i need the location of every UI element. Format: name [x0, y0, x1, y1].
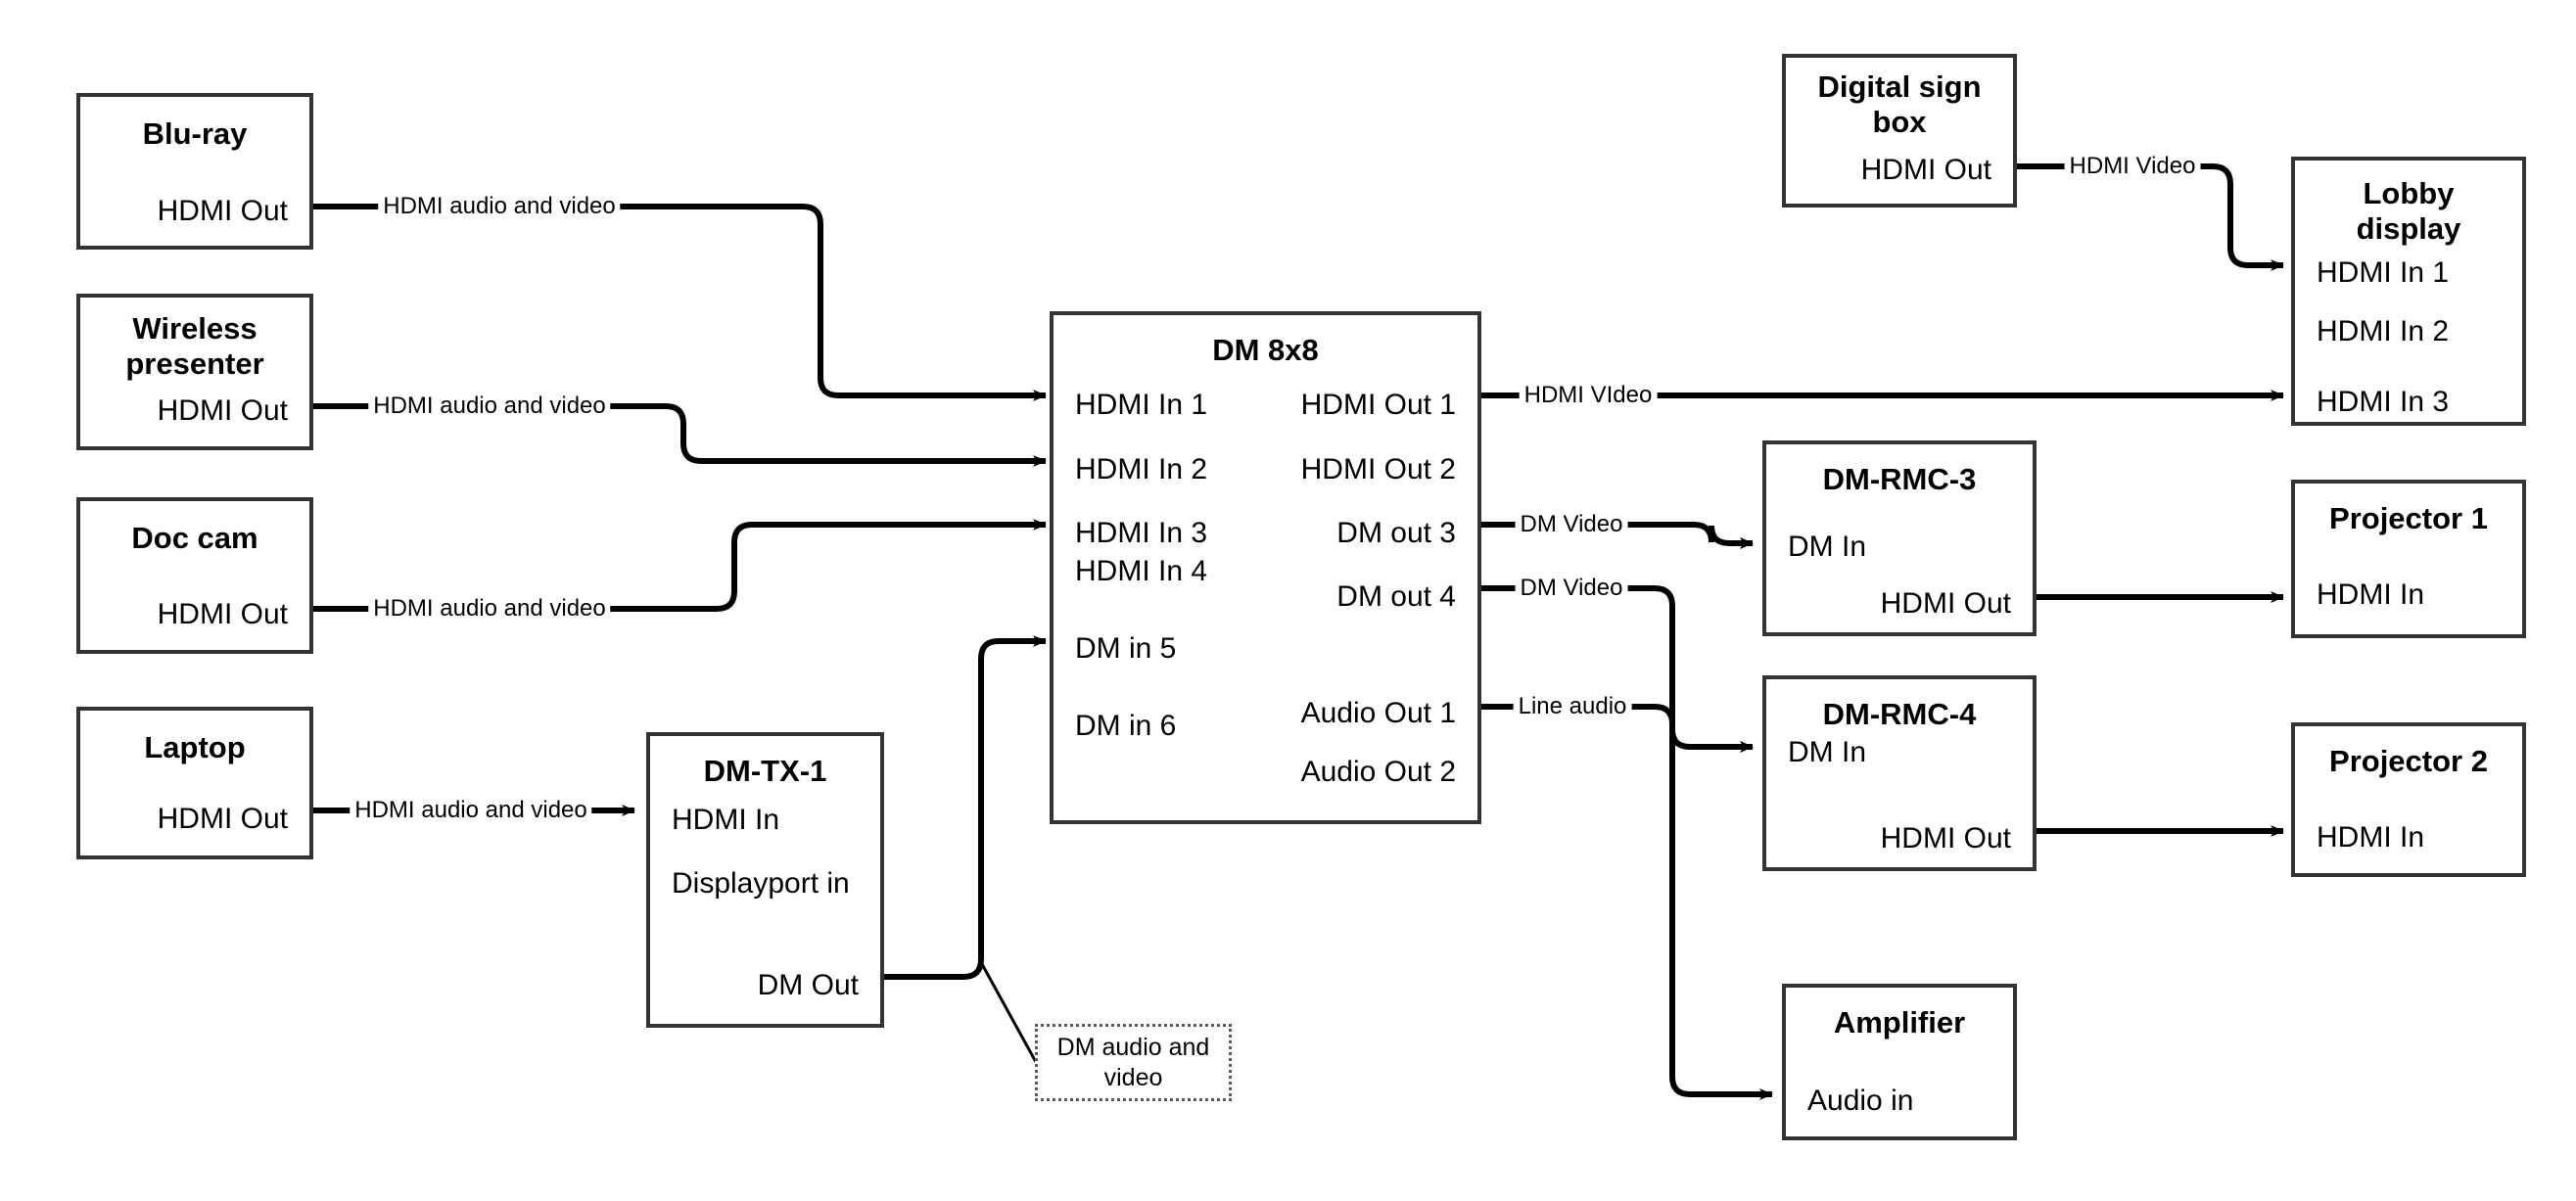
node-dm-8x8-output-hdmi-out-2: HDMI Out 2 [1300, 453, 1456, 485]
wire-label-bluray-to-dm8x8: HDMI audio and video [378, 195, 621, 218]
node-dm-8x8-output-audio-out-2: Audio Out 2 [1300, 756, 1456, 788]
node-wireless-presenter-title-line1: Wireless [132, 311, 258, 346]
node-bluray-title: Blu-ray [142, 116, 248, 151]
node-doc-cam-title: Doc cam [131, 521, 258, 555]
wire-label-dm8x8-out3-to-dmrmc3: DM Video [1515, 513, 1628, 536]
node-doc-cam-port-hdmi-out: HDMI Out [157, 598, 288, 630]
node-amplifier-port-audio-in: Audio in [1807, 1085, 1914, 1117]
wire-label-dm8x8-audio1-to-amplifier: Line audio [1513, 695, 1632, 718]
wire-dm8x8-audio1-to-amplifier [1481, 704, 1773, 1100]
node-lobby-display-port-hdmi-in-1: HDMI In 1 [2317, 256, 2450, 289]
node-dm-tx-1-port-dm-out: DM Out [757, 969, 859, 1001]
node-dm-8x8-input-hdmi-in-2: HDMI In 2 [1075, 453, 1208, 485]
callout-text-line2: video [1103, 1063, 1163, 1091]
wire-doccam-to-dm8x8 [313, 519, 1047, 612]
node-dm-rmc-3-port-dm-in: DM In [1788, 531, 1867, 563]
callout-text: DM audio and video [1057, 1033, 1210, 1092]
wire-wireless-to-dm8x8 [313, 403, 1047, 467]
node-dm-rmc-3-port-hdmi-out: HDMI Out [1880, 587, 2011, 620]
node-dm-rmc-4[interactable]: DM-RMC-4 DM In HDMI Out [1762, 675, 2037, 871]
node-dm-rmc-4-port-dm-in: DM In [1788, 736, 1867, 768]
node-wireless-presenter-title-line2: presenter [125, 346, 264, 381]
node-dm-tx-1-port-hdmi-in: HDMI In [672, 804, 780, 836]
wire-label-doccam-to-dm8x8: HDMI audio and video [368, 597, 611, 621]
node-projector-1-title: Projector 1 [2329, 501, 2488, 535]
node-digital-sign-box-port-hdmi-out: HDMI Out [1860, 154, 1991, 186]
wire-digitalsign-to-lobby [2017, 163, 2284, 271]
node-dm-tx-1-title: DM-TX-1 [703, 754, 827, 788]
wire-label-dm8x8-out4-to-dmrmc4: DM Video [1515, 577, 1628, 600]
node-bluray-port-hdmi-out: HDMI Out [157, 195, 288, 227]
node-projector-2-title: Projector 2 [2329, 744, 2488, 778]
node-projector-1[interactable]: Projector 1 HDMI In [2291, 480, 2526, 638]
node-lobby-display-port-hdmi-in-2: HDMI In 2 [2317, 315, 2450, 347]
node-dm-8x8-output-dm-out-4: DM out 4 [1336, 580, 1456, 613]
node-dm-tx-1[interactable]: DM-TX-1 HDMI In Displayport in DM Out [646, 732, 884, 1028]
callout-leader-line [980, 963, 1038, 1063]
wire-dm8x8-out4-to-dmrmc4 [1481, 585, 1754, 753]
node-dm-8x8[interactable]: DM 8x8 HDMI In 1 HDMI In 2 HDMI In 3 HDM… [1050, 311, 1481, 824]
node-digital-sign-box-title-line2: box [1872, 105, 1927, 139]
node-dm-8x8-output-dm-out-3: DM out 3 [1336, 517, 1456, 549]
wire-label-laptop-to-dmtx1: HDMI audio and video [350, 799, 592, 822]
wire-label-digitalsign-to-lobby: HDMI Video [2064, 155, 2201, 178]
node-amplifier[interactable]: Amplifier Audio in [1782, 984, 2017, 1140]
node-laptop-port-hdmi-out: HDMI Out [157, 803, 288, 835]
node-projector-2-port-hdmi-in: HDMI In [2317, 821, 2425, 854]
node-lobby-display-port-hdmi-in-3: HDMI In 3 [2317, 386, 2450, 418]
node-dm-8x8-title: DM 8x8 [1212, 333, 1319, 367]
node-dm-8x8-input-dm-in-6: DM in 6 [1075, 710, 1177, 742]
wire-label-wireless-to-dm8x8: HDMI audio and video [368, 394, 611, 418]
node-digital-sign-box-title-line1: Digital sign [1817, 69, 1982, 104]
node-projector-1-port-hdmi-in: HDMI In [2317, 578, 2425, 611]
node-dm-rmc-3[interactable]: DM-RMC-3 DM In HDMI Out [1762, 440, 2037, 636]
wire-dmtx1-to-dm8x8 [884, 635, 1047, 980]
node-wireless-presenter-port-hdmi-out: HDMI Out [157, 394, 288, 427]
node-dm-rmc-4-title: DM-RMC-4 [1822, 697, 1977, 731]
node-dm-8x8-input-hdmi-in-3: HDMI In 3 [1075, 517, 1208, 549]
node-laptop[interactable]: Laptop HDMI Out [76, 707, 313, 859]
node-wireless-presenter[interactable]: Wireless presenter HDMI Out [76, 294, 313, 450]
node-lobby-display-title-line1: Lobby [2363, 176, 2455, 210]
wire-label-dm8x8-out1-to-lobby: HDMI VIdeo [1519, 384, 1658, 407]
node-dm-8x8-output-audio-out-1: Audio Out 1 [1300, 697, 1456, 729]
node-amplifier-title: Amplifier [1833, 1005, 1966, 1039]
node-dm-8x8-output-hdmi-out-1: HDMI Out 1 [1300, 389, 1456, 421]
wire-dm8x8-out3-to-dmrmc3 [1481, 522, 1754, 549]
node-projector-2[interactable]: Projector 2 HDMI In [2291, 722, 2526, 877]
wire-bluray-to-dm8x8 [313, 204, 1047, 401]
node-dm-8x8-input-hdmi-in-1: HDMI In 1 [1075, 389, 1208, 421]
callout-text-line1: DM audio and [1056, 1034, 1210, 1061]
node-lobby-display[interactable]: Lobby display HDMI In 1 HDMI In 2 HDMI I… [2291, 157, 2526, 426]
callout-dm-audio-and-video: DM audio and video [1035, 1024, 1232, 1101]
node-dm-8x8-input-dm-in-5: DM in 5 [1075, 632, 1177, 665]
node-digital-sign-box[interactable]: Digital sign box HDMI Out [1782, 54, 2017, 208]
node-bluray[interactable]: Blu-ray HDMI Out [76, 93, 313, 250]
node-laptop-title: Laptop [144, 730, 246, 764]
node-lobby-display-title-line2: display [2356, 211, 2461, 246]
node-dm-8x8-input-hdmi-in-4: HDMI In 4 [1075, 555, 1208, 587]
node-dm-rmc-3-title: DM-RMC-3 [1822, 462, 1977, 496]
node-dm-rmc-4-port-hdmi-out: HDMI Out [1880, 822, 2011, 855]
node-dm-tx-1-port-displayport-in: Displayport in [672, 867, 850, 900]
node-doc-cam[interactable]: Doc cam HDMI Out [76, 497, 313, 654]
